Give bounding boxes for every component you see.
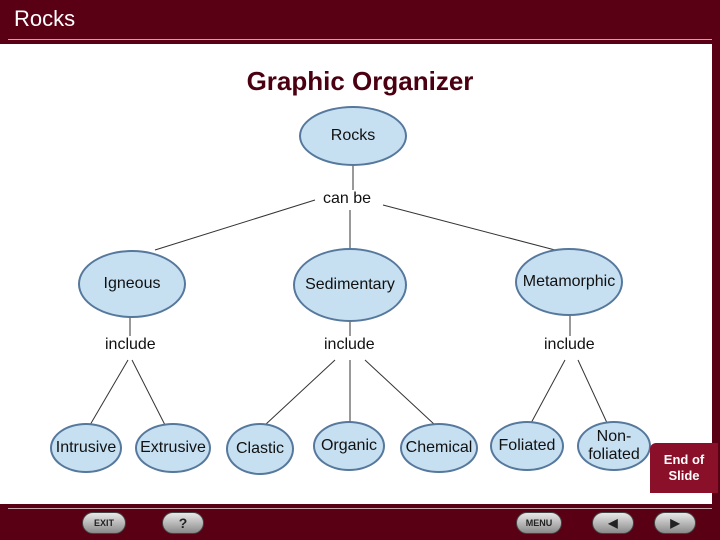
next-button[interactable]: ▶ xyxy=(654,512,696,534)
line-include-nonfoliated xyxy=(577,359,609,426)
header-bar: Rocks xyxy=(0,0,720,44)
menu-button[interactable]: MENU xyxy=(516,512,562,534)
node-chemical: Chemical xyxy=(400,423,478,473)
line-include-chemical xyxy=(364,359,436,426)
header-title: Rocks xyxy=(14,6,76,31)
node-rocks: Rocks xyxy=(299,106,407,166)
diagram-lines xyxy=(89,166,609,426)
line-canbe-metamorphic xyxy=(382,204,556,251)
end-of-slide-label: End of Slide xyxy=(650,443,718,493)
exit-button[interactable]: EXIT xyxy=(82,512,126,534)
node-intrusive: Intrusive xyxy=(50,423,122,473)
node-sedimentary: Sedimentary xyxy=(293,248,407,322)
connector-can-be: can be xyxy=(320,190,375,208)
line-canbe-igneous xyxy=(154,199,316,251)
connector-metamorphic-include: include xyxy=(541,336,598,354)
connector-sedimentary-include: include xyxy=(321,336,378,354)
line-include-intrusive xyxy=(89,359,129,426)
node-metamorphic: Metamorphic xyxy=(515,248,623,316)
connector-igneous-include: include xyxy=(102,336,159,354)
header-divider xyxy=(8,39,712,40)
node-nonfoliated: Non- foliated xyxy=(577,421,651,471)
line-include-extrusive xyxy=(131,359,166,426)
previous-button[interactable]: ◀ xyxy=(592,512,634,534)
right-border xyxy=(712,0,720,505)
node-clastic: Clastic xyxy=(226,423,294,475)
node-igneous: Igneous xyxy=(78,250,186,318)
node-extrusive: Extrusive xyxy=(135,423,211,473)
line-include-foliated xyxy=(529,359,566,426)
help-button[interactable]: ? xyxy=(162,512,204,534)
node-foliated: Foliated xyxy=(490,421,564,471)
line-include-clastic xyxy=(264,359,336,426)
footer-divider xyxy=(8,508,712,509)
slide-title: Graphic Organizer xyxy=(246,66,474,96)
node-organic: Organic xyxy=(313,421,385,471)
